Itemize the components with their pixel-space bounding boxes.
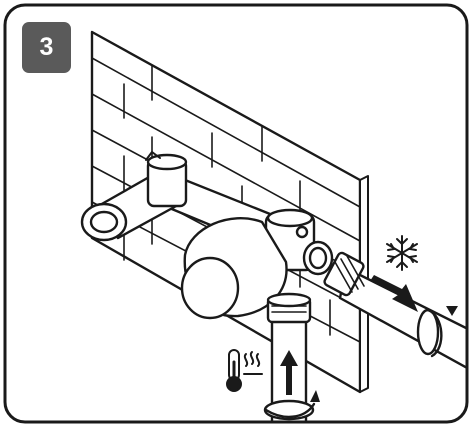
- step-number-badge: 3: [22, 22, 71, 73]
- snowflake-icon: [386, 235, 418, 271]
- cold-water-pipe: [323, 251, 467, 377]
- thermometer-heat-icon: [226, 349, 263, 392]
- panel-border: [3, 3, 469, 424]
- rotate-icon: [264, 306, 458, 418]
- hot-flow-arrow-icon: [280, 350, 298, 395]
- cold-flow-arrow-icon: [370, 275, 418, 312]
- mixing-valve: [80, 151, 334, 320]
